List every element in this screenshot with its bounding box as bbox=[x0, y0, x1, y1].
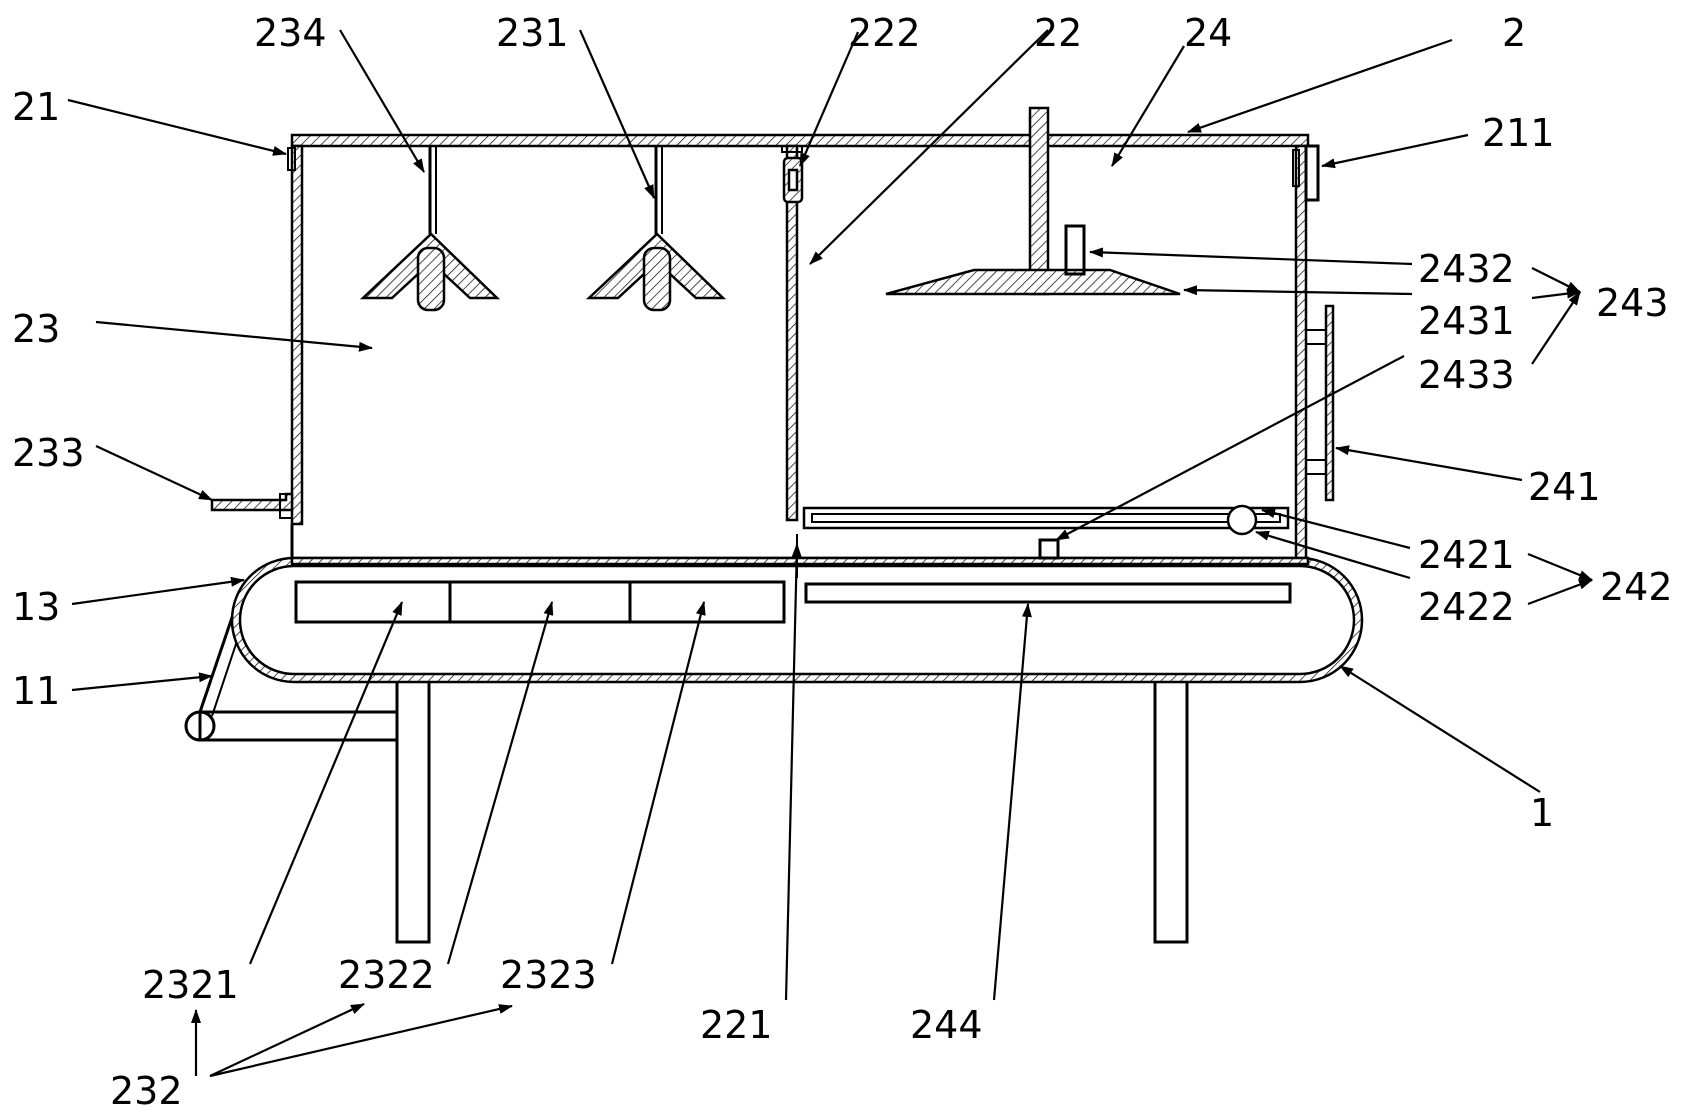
door-241 bbox=[1305, 304, 1335, 502]
housing bbox=[210, 133, 1320, 566]
label-13: 13 bbox=[12, 585, 60, 629]
label-2421: 2421 bbox=[1418, 533, 1515, 577]
spray-head-231 bbox=[585, 146, 727, 312]
label-241: 241 bbox=[1528, 465, 1601, 509]
label-2: 2 bbox=[1502, 11, 1526, 55]
label-2433: 2433 bbox=[1418, 353, 1515, 397]
label-2432: 2432 bbox=[1418, 247, 1515, 291]
label-23: 23 bbox=[12, 307, 60, 351]
label-2321: 2321 bbox=[142, 963, 239, 1007]
label-2323: 2323 bbox=[500, 953, 597, 997]
label-11: 11 bbox=[12, 669, 60, 713]
label-242: 242 bbox=[1600, 565, 1673, 609]
block-2432 bbox=[1064, 224, 1086, 276]
label-233: 233 bbox=[12, 431, 85, 475]
leader-lines bbox=[67, 29, 1593, 1078]
label-22: 22 bbox=[1034, 11, 1082, 55]
label-2322: 2322 bbox=[338, 953, 435, 997]
part-labels: 234 231 222 22 24 2 21 211 2432 2431 243… bbox=[12, 11, 1673, 1113]
part-244 bbox=[804, 582, 1292, 604]
label-211: 211 bbox=[1482, 111, 1555, 155]
label-234: 234 bbox=[254, 11, 327, 55]
compartment-2323 bbox=[628, 580, 786, 624]
part-2433 bbox=[1038, 538, 1060, 560]
label-221: 221 bbox=[700, 1003, 773, 1047]
label-243: 243 bbox=[1596, 281, 1669, 325]
roller-2422 bbox=[1226, 504, 1258, 536]
label-1: 1 bbox=[1530, 791, 1554, 835]
rail-2421 bbox=[802, 506, 1290, 530]
label-231: 231 bbox=[496, 11, 569, 55]
hinge-21 bbox=[287, 147, 296, 171]
latch-211 bbox=[1304, 144, 1320, 202]
label-2422: 2422 bbox=[1418, 585, 1515, 629]
impeller-2431 bbox=[885, 268, 1181, 296]
spray-head-234 bbox=[359, 146, 501, 312]
label-24: 24 bbox=[1184, 11, 1232, 55]
track-242 bbox=[802, 504, 1290, 536]
label-222: 222 bbox=[848, 11, 921, 55]
stirring-assembly-243 bbox=[885, 106, 1181, 560]
partition-22 bbox=[781, 144, 804, 578]
shaft bbox=[1028, 106, 1050, 296]
label-244: 244 bbox=[910, 1003, 983, 1047]
label-232: 232 bbox=[110, 1069, 183, 1113]
label-21: 21 bbox=[12, 85, 60, 129]
label-2431: 2431 bbox=[1418, 299, 1515, 343]
